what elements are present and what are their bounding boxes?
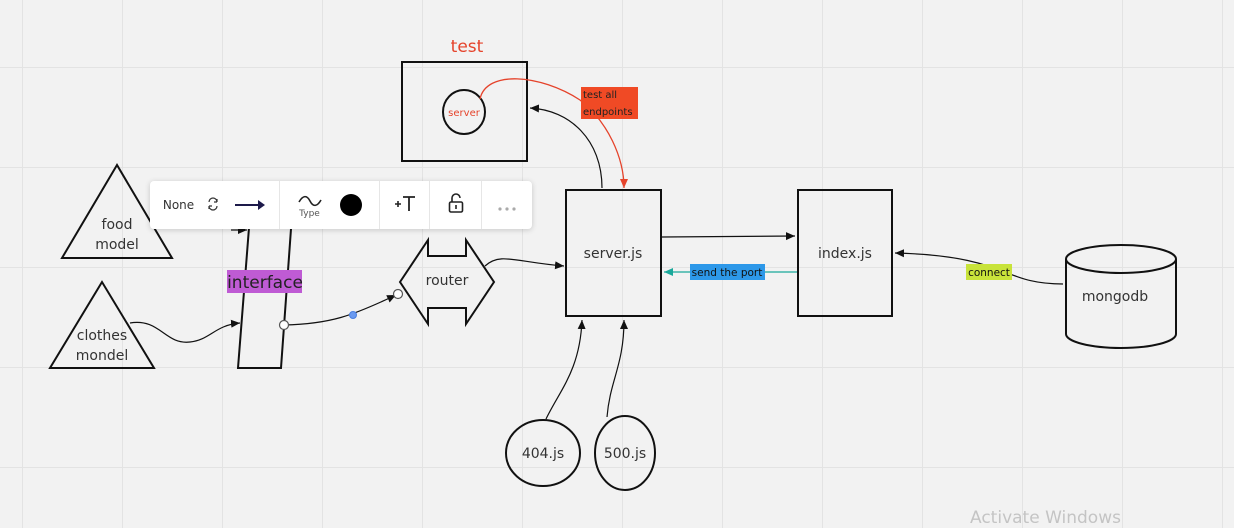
clothes-model-triangle[interactable] <box>48 280 156 369</box>
connect-label: connect <box>968 267 1010 279</box>
line-type-button[interactable]: Type <box>297 192 322 219</box>
activate-windows-watermark: Activate Windows <box>970 508 1121 528</box>
server-to-index-arrow[interactable] <box>661 232 796 241</box>
server-js-box[interactable] <box>565 189 662 317</box>
connector-end-handle[interactable] <box>392 288 404 300</box>
connector-toolbar: None Type <box>150 181 532 229</box>
mongodb-cylinder[interactable] <box>1065 244 1177 349</box>
toolbar-text-section <box>380 181 430 229</box>
router-shape[interactable] <box>398 236 496 328</box>
error-404-circle[interactable] <box>505 419 581 487</box>
start-cap-none[interactable]: None <box>162 198 195 212</box>
test-frame-title[interactable]: test <box>451 37 484 57</box>
swap-icon[interactable] <box>206 196 220 215</box>
router-to-server-arrow[interactable] <box>484 258 565 270</box>
toolbar-line-section: None <box>150 181 280 229</box>
connect-label-bg <box>966 264 1012 280</box>
test-label-bg <box>581 87 638 119</box>
clothes-model-label-2: mondel <box>76 348 128 364</box>
food-model-label-2: model <box>95 237 139 253</box>
server-js-label: server.js <box>584 246 643 262</box>
send-port-label: send the port <box>692 267 763 279</box>
error-500-label: 500.js <box>604 446 646 462</box>
server-circle-label: server <box>448 108 481 119</box>
clothes-to-interface-arrow[interactable] <box>129 319 241 343</box>
index-js-label: index.js <box>818 246 872 262</box>
toolbar-lock-section <box>430 181 482 229</box>
connector-start-handle[interactable] <box>278 319 290 331</box>
test-label-line-2: endpoints <box>583 107 633 118</box>
server-circle[interactable] <box>442 89 486 135</box>
send-port-label-bg <box>690 264 765 280</box>
server-to-test-arrow[interactable] <box>529 104 603 189</box>
interface-label-bg <box>227 270 302 293</box>
clothes-model-label-1: clothes <box>77 328 127 344</box>
wave-icon <box>297 192 322 211</box>
toolbar-style-section: Type <box>280 181 380 229</box>
error-404-label: 404.js <box>522 446 564 462</box>
index-js-box[interactable] <box>797 189 893 317</box>
test-frame[interactable] <box>401 61 528 162</box>
add-text-icon[interactable] <box>394 194 416 216</box>
mongodb-label: mongodb <box>1082 289 1148 305</box>
unlock-icon[interactable] <box>448 193 464 217</box>
error-500-circle[interactable] <box>594 415 656 491</box>
line-type-label: Type <box>299 208 320 219</box>
test-arrow[interactable] <box>479 78 628 189</box>
404-to-server-arrow[interactable] <box>545 319 586 420</box>
toolbar-more-section <box>482 181 532 229</box>
more-icon[interactable] <box>498 196 516 215</box>
food-model-label-1: food <box>102 217 133 233</box>
arrow-right-icon[interactable] <box>234 196 266 215</box>
connector-mid-handle[interactable] <box>349 311 357 319</box>
interface-label: interface <box>227 273 303 293</box>
color-dot[interactable] <box>339 194 362 216</box>
test-label-line-1: test all <box>583 90 617 101</box>
interface-to-router-arrow[interactable] <box>283 294 397 326</box>
food-model-triangle[interactable] <box>60 163 174 259</box>
500-to-server-arrow[interactable] <box>606 319 628 418</box>
router-label: router <box>426 273 469 289</box>
